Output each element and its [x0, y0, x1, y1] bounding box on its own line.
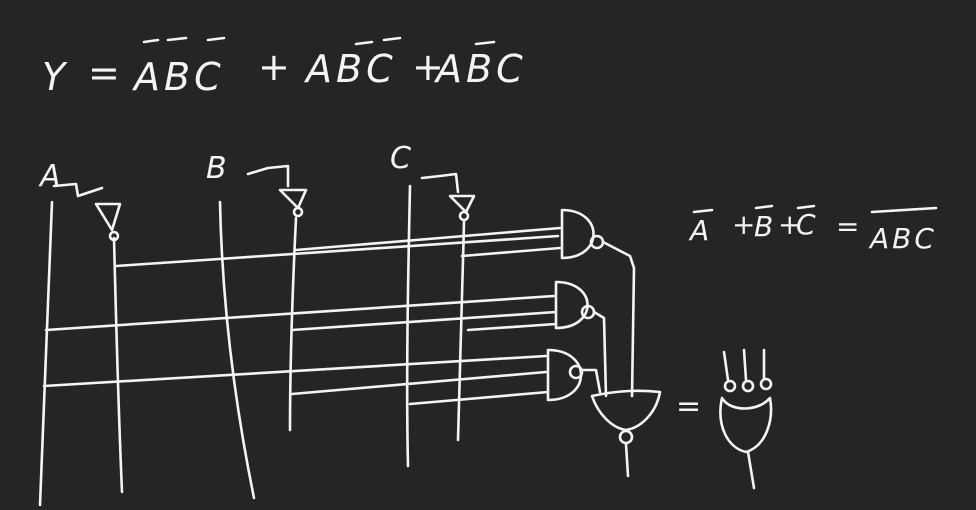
rail-c-not	[456, 220, 466, 442]
identity-lhs-overbars	[692, 204, 816, 214]
equivalence-sign: =	[676, 389, 701, 424]
equation-equals: =	[88, 51, 124, 95]
rail-c	[405, 184, 412, 468]
input-label-c: C	[390, 141, 411, 176]
identity-equals: =	[836, 210, 862, 243]
wire-g2-out	[592, 310, 608, 398]
rail-b	[218, 200, 256, 500]
wire-g1-in2	[294, 226, 562, 252]
de-morgan-identity: A + B + C = ABC	[688, 204, 938, 255]
nand-gate-3-icon	[546, 348, 584, 402]
identity-c: C	[796, 208, 819, 241]
boolean-equation: Y = ABC + ABC + ABC	[42, 36, 527, 99]
identity-a: A	[688, 214, 712, 247]
equation-term-3: ABC	[433, 47, 527, 91]
wire-g3-in2	[290, 370, 548, 396]
term3-overbar	[474, 40, 496, 46]
wire-g1-in3	[460, 246, 562, 258]
not-gate-a-icon	[52, 182, 122, 242]
wire-g1-in1	[114, 234, 560, 268]
or-gate-equivalent-icon	[719, 348, 773, 490]
rail-b-not	[288, 216, 298, 432]
equation-plus-1: +	[258, 45, 294, 89]
input-label-b: B	[206, 151, 227, 186]
rail-a	[38, 200, 54, 507]
not-gate-c-icon	[420, 172, 476, 222]
equation-term-2: ABC	[303, 47, 397, 91]
input-label-a: A	[38, 159, 61, 194]
nand-gate-1-icon	[560, 208, 605, 260]
identity-rhs: ABC	[868, 222, 937, 255]
equation-lhs: Y	[42, 55, 69, 99]
term2-overbars	[354, 36, 402, 46]
wire-g3-out	[580, 368, 602, 394]
identity-plus-2: +	[778, 208, 804, 241]
identity-plus-1: +	[732, 208, 758, 241]
term1-overbars	[142, 36, 226, 44]
equation-plus-2: +	[412, 45, 448, 89]
identity-b: B	[754, 210, 776, 243]
wire-g2-in1	[44, 294, 556, 332]
rail-a-not	[112, 236, 124, 494]
wire-g2-in3	[466, 322, 558, 332]
not-gate-b-icon	[246, 164, 308, 218]
equation-term-1: ABC	[131, 55, 225, 99]
wire-g3-in1	[42, 354, 548, 388]
wire-g1-out	[601, 240, 636, 398]
wire-g3-in3	[408, 390, 550, 406]
wire-g2-in2	[290, 310, 558, 332]
identity-rhs-overbar	[870, 206, 938, 214]
nand-gate-2-icon	[554, 280, 596, 330]
output-nand-gate-icon	[590, 389, 662, 478]
